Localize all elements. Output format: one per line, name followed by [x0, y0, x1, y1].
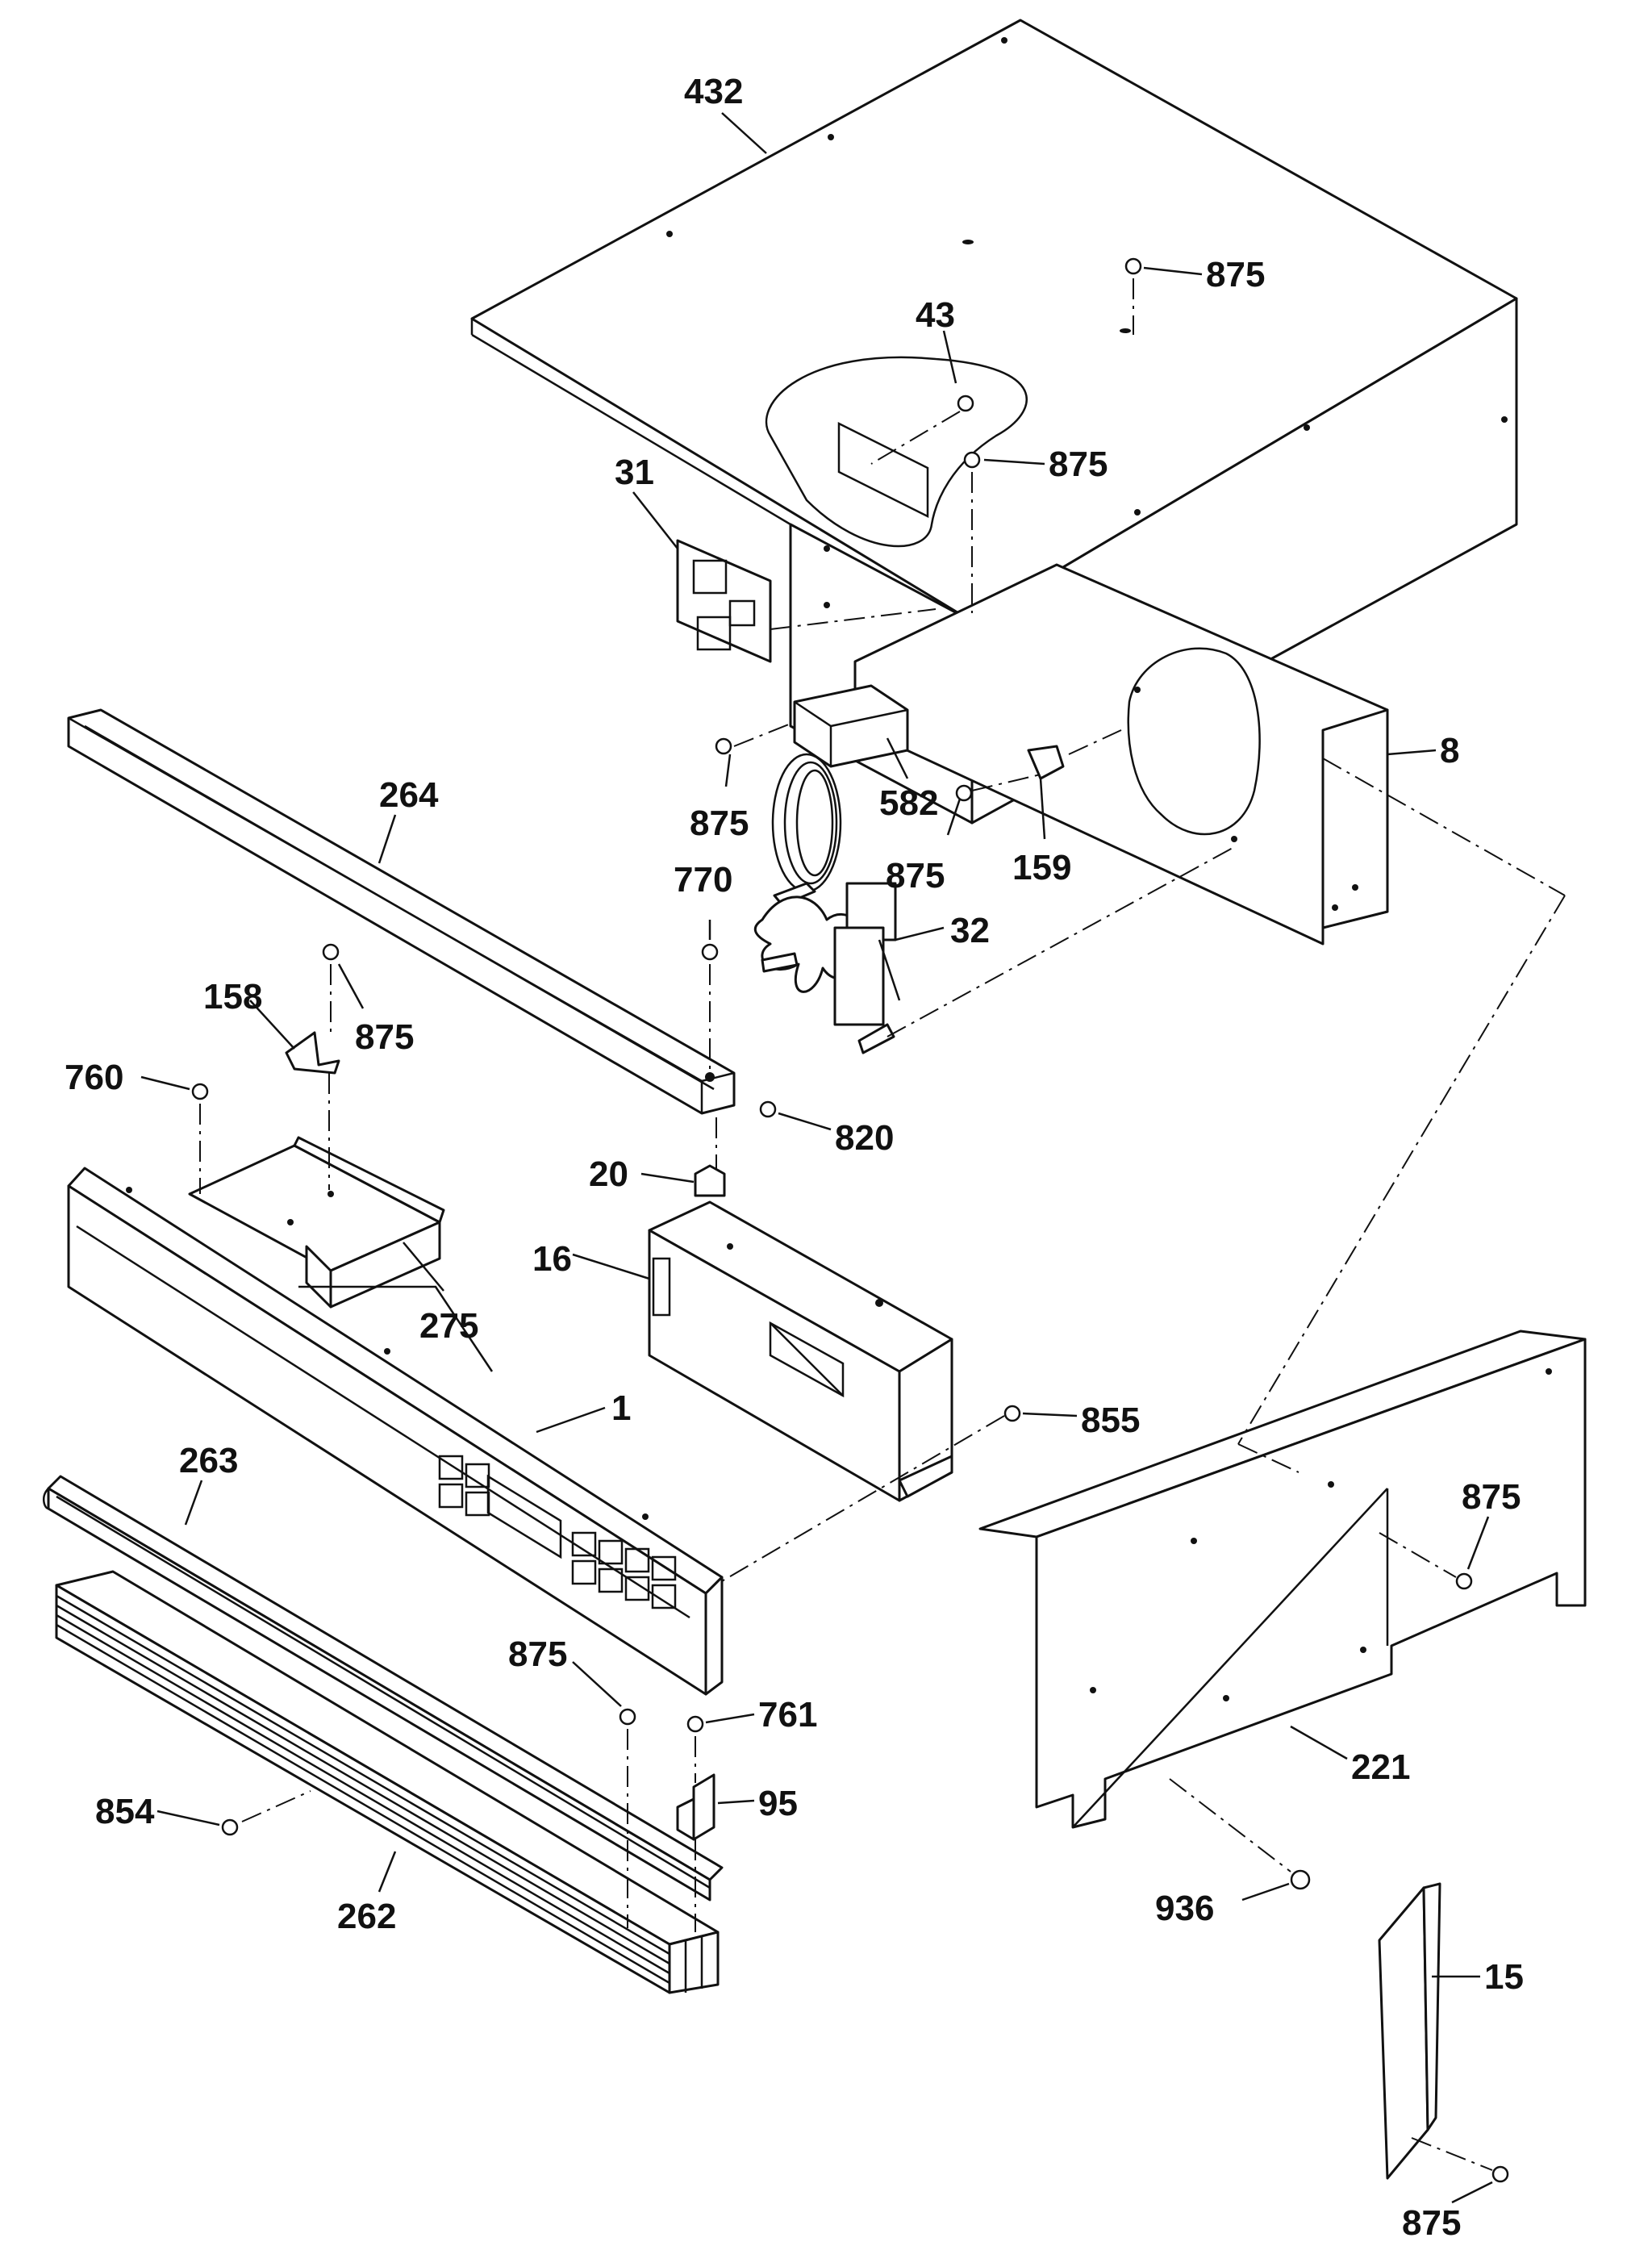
part-158-bracket [285, 1031, 340, 1075]
part-264-rail [67, 708, 736, 1115]
callout-936: 936 [1155, 1889, 1214, 1928]
callout-275: 275 [419, 1306, 478, 1346]
part-1-control-panel [67, 1167, 724, 1696]
part-582-transformer [771, 684, 909, 893]
assembly-lines [199, 278, 1566, 2171]
callout-43: 43 [916, 295, 955, 335]
leader-lines [140, 112, 1493, 2204]
callout-159: 159 [1012, 848, 1071, 887]
callout-432: 432 [684, 72, 743, 111]
callout-761: 761 [758, 1695, 817, 1735]
callout-854: 854 [95, 1792, 155, 1831]
part-32-fan-motor [753, 882, 901, 1054]
callout-875-trim: 875 [508, 1634, 567, 1674]
callout-582: 582 [879, 783, 938, 823]
callout-770: 770 [674, 860, 732, 900]
part-95-bracket [676, 1773, 715, 1841]
callout-95: 95 [758, 1784, 798, 1823]
callout-1: 1 [611, 1388, 631, 1428]
callout-262: 262 [337, 1897, 396, 1936]
callout-875-top: 875 [1206, 255, 1265, 294]
callout-820: 820 [835, 1118, 894, 1158]
callout-875-bracket: 875 [355, 1017, 414, 1057]
part-263-trim [43, 1475, 724, 1902]
callout-15: 15 [1484, 1957, 1524, 1997]
part-31-relay-board [676, 539, 772, 663]
callout-8: 8 [1440, 731, 1459, 770]
part-20-clip [694, 1164, 726, 1197]
screws [191, 257, 1509, 2183]
callout-875-upper: 875 [1049, 445, 1108, 484]
part-275-bracket [188, 1136, 445, 1309]
part-159-bracket [1027, 745, 1065, 780]
part-221-side-panel [978, 1330, 1587, 1829]
callout-20: 20 [589, 1154, 628, 1194]
callout-875-fan-plate: 875 [886, 856, 945, 895]
part-16-control-board [648, 1200, 953, 1502]
callout-875-side: 875 [1462, 1477, 1521, 1517]
callout-16: 16 [532, 1239, 572, 1279]
part-262-vent-grille [55, 1570, 720, 1994]
callout-labels: 432 875 43 875 31 8 264 875 582 875 159 … [65, 72, 1524, 2243]
callout-760: 760 [65, 1058, 123, 1097]
callout-31: 31 [615, 453, 654, 492]
callout-32: 32 [950, 911, 990, 950]
part-8-fan-plate [853, 563, 1389, 946]
part-15-strip [1378, 1882, 1441, 2180]
callout-875-bottom: 875 [1402, 2203, 1461, 2243]
callout-221: 221 [1351, 1747, 1410, 1787]
callout-263: 263 [179, 1441, 238, 1480]
callout-855: 855 [1081, 1401, 1140, 1440]
callout-875-transformer: 875 [690, 804, 749, 843]
callout-264: 264 [379, 775, 439, 815]
callout-158: 158 [203, 977, 262, 1017]
